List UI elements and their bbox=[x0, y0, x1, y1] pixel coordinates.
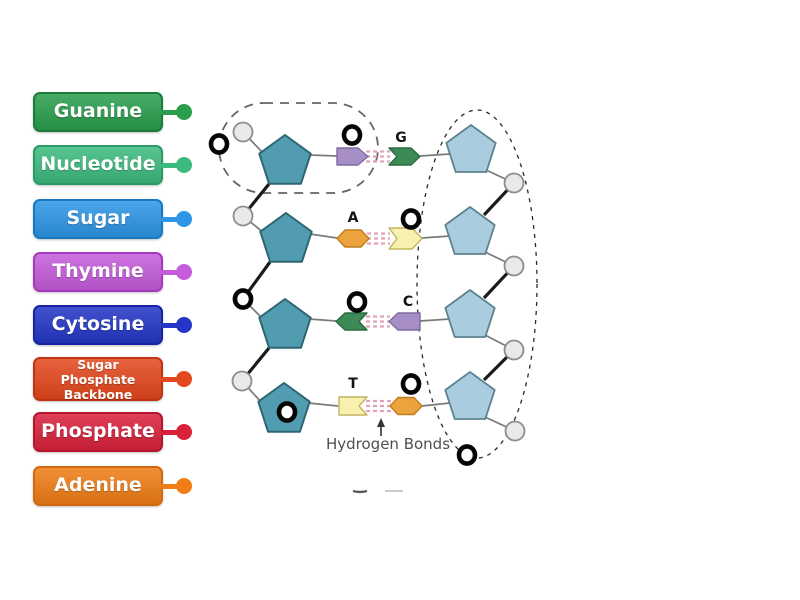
label-thymine[interactable]: Thymine bbox=[33, 252, 192, 292]
sugar-pentagon-right-4 bbox=[444, 371, 496, 420]
label-sugar-connector-dot bbox=[176, 211, 192, 227]
drop-target-base-row4-right[interactable] bbox=[400, 373, 422, 395]
sugar-pentagon-left-2 bbox=[259, 212, 313, 263]
label-nucleotide-connector bbox=[161, 162, 179, 168]
sugar-pentagon-right-2 bbox=[444, 206, 496, 255]
base-connector-lines bbox=[307, 153, 451, 407]
base-arrow-guanine-row3 bbox=[335, 312, 368, 331]
hydrogen-bond-dashes-row4 bbox=[366, 399, 391, 413]
label-sugar-phosphate-backbone-connector bbox=[161, 376, 179, 382]
phosphate-circle-left-2 bbox=[232, 205, 254, 227]
label-guanine-connector bbox=[161, 109, 179, 115]
base-arrow-thymine-row2 bbox=[388, 227, 423, 250]
label-cytosine-connector bbox=[161, 322, 179, 328]
label-nucleotide-text: Nucleotide bbox=[40, 153, 156, 176]
drop-target-sugar[interactable] bbox=[276, 401, 298, 423]
label-sugar-phosphate-backbone[interactable]: Sugar Phosphate Backbone bbox=[33, 356, 192, 402]
hydrogen-bond-dashes-row2 bbox=[367, 232, 390, 245]
label-thymine-connector-dot bbox=[176, 264, 192, 280]
label-phosphate-text: Phosphate bbox=[41, 420, 155, 443]
label-adenine-connector-dot bbox=[176, 478, 192, 494]
label-guanine-text: Guanine bbox=[53, 100, 143, 123]
label-sugar-connector bbox=[161, 216, 179, 222]
phosphate-circle-right-2 bbox=[503, 255, 525, 277]
drop-target-phosphate[interactable] bbox=[232, 288, 254, 310]
base-arrow-thymine-row4 bbox=[338, 396, 368, 416]
label-phosphate-connector-dot bbox=[176, 424, 192, 440]
sugar-pentagon-right-1 bbox=[445, 124, 497, 173]
label-guanine[interactable]: Guanine bbox=[33, 92, 192, 132]
label-phosphate-connector bbox=[161, 429, 179, 435]
base-arrow-guanine-row1 bbox=[388, 147, 421, 166]
base-arrow-cytosine-row3 bbox=[388, 312, 421, 331]
label-cytosine[interactable]: Cytosine bbox=[33, 305, 192, 345]
label-sugar-phosphate-backbone-text: Sugar Phosphate Backbone bbox=[60, 356, 136, 402]
drop-target-nucleotide-area[interactable] bbox=[208, 133, 230, 155]
label-thymine-connector bbox=[161, 269, 179, 275]
sugar-phosphate-backbone-outline bbox=[416, 109, 538, 459]
hydrogen-bond-dashes-row3 bbox=[366, 315, 390, 328]
label-adenine-text: Adenine bbox=[54, 474, 142, 497]
nucleotide-outline bbox=[218, 102, 379, 194]
base-arrow-cytosine-row1 bbox=[336, 147, 369, 166]
label-guanine-connector-dot bbox=[176, 104, 192, 120]
sugar-pentagon-right-3 bbox=[444, 289, 496, 338]
base-arrow-adenine-row4 bbox=[389, 396, 423, 416]
base-letter-a: A bbox=[348, 210, 359, 226]
hydrogen-bonds-annotation: Hydrogen Bonds bbox=[326, 418, 450, 453]
label-nucleotide[interactable]: Nucleotide bbox=[33, 145, 192, 185]
base-arrow-adenine-row2 bbox=[336, 229, 370, 248]
phosphate-circle-right-1 bbox=[503, 172, 525, 194]
image-artifact bbox=[352, 489, 403, 494]
label-cytosine-text: Cytosine bbox=[51, 313, 145, 336]
phosphate-circles bbox=[231, 121, 526, 442]
sugar-pentagon-left-3 bbox=[258, 298, 312, 349]
label-sugar[interactable]: Sugar bbox=[33, 199, 192, 239]
label-nucleotide-connector-dot bbox=[176, 157, 192, 173]
drop-target-base-row3-left[interactable] bbox=[346, 291, 368, 313]
base-letter-g: G bbox=[395, 130, 407, 146]
hydrogen-bonds-caption: Hydrogen Bonds bbox=[326, 435, 450, 453]
sugar-pentagon-left-1 bbox=[258, 134, 312, 185]
drop-target-backbone-area[interactable] bbox=[456, 444, 478, 466]
label-cytosine-connector-dot bbox=[176, 317, 192, 333]
phosphate-circle-right-3 bbox=[503, 339, 525, 361]
label-adenine-connector bbox=[161, 483, 179, 489]
label-phosphate[interactable]: Phosphate bbox=[33, 412, 192, 452]
drop-target-base-row1-left[interactable] bbox=[341, 124, 363, 146]
label-thymine-text: Thymine bbox=[52, 260, 144, 283]
drop-target-base-row2-right[interactable] bbox=[400, 208, 422, 230]
phosphate-circle-left-1 bbox=[232, 121, 254, 143]
phosphate-circle-right-4 bbox=[504, 420, 526, 442]
base-letter-c: C bbox=[403, 294, 413, 310]
label-adenine[interactable]: Adenine bbox=[33, 466, 192, 506]
hydrogen-bond-dashes-row1 bbox=[366, 150, 390, 163]
label-sugar-phosphate-backbone-connector-dot bbox=[176, 371, 192, 387]
base-letter-t: T bbox=[348, 376, 358, 392]
phosphate-circle-left-4 bbox=[231, 370, 253, 392]
hydrogen-bonds-arrowhead bbox=[377, 418, 385, 427]
label-sugar-text: Sugar bbox=[66, 207, 130, 230]
